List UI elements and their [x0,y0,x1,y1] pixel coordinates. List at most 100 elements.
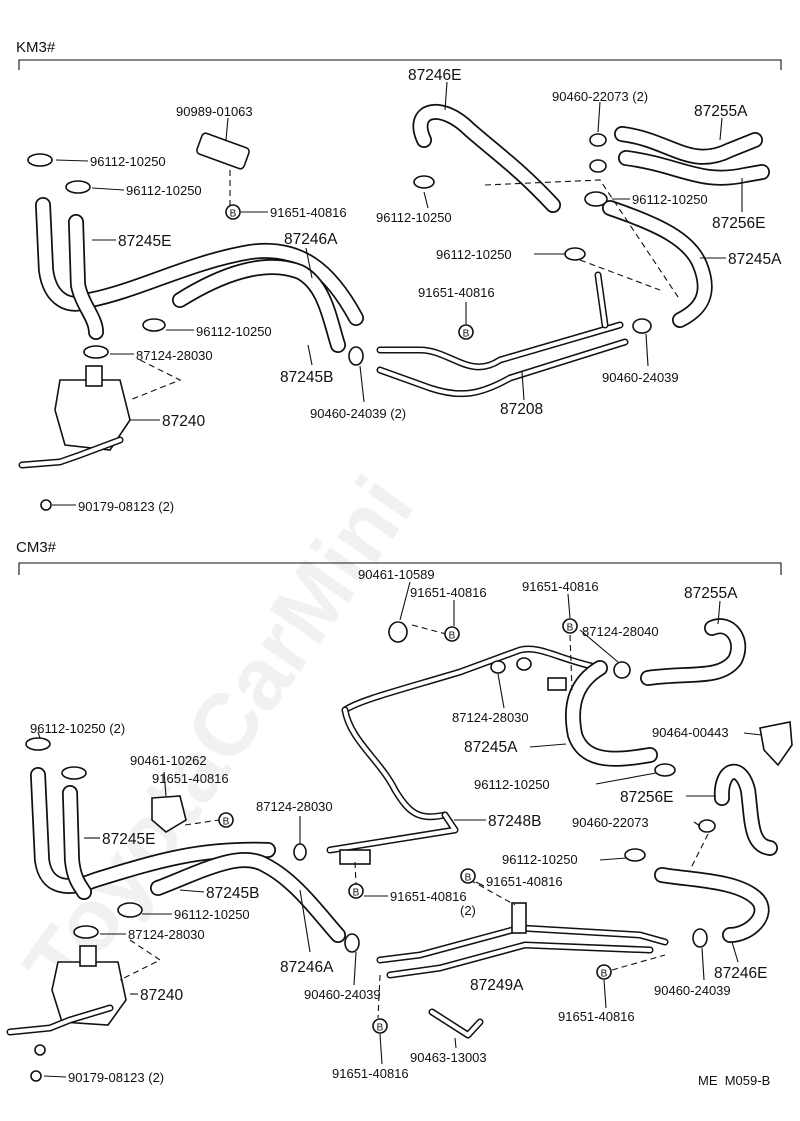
clamp-90460-22073-a [589,133,607,147]
clamp-96112-b [65,180,91,194]
part-label: 90460-24039 [304,987,381,1002]
leader-line [353,951,357,986]
part-label: 87124-28030 [256,799,333,814]
part-label: 87255A [694,103,748,120]
leader-line [379,1033,383,1065]
part-label: 91651-40816 [410,585,487,600]
clamp-87124-28030 [83,345,109,359]
bolt-marker: B [562,618,578,634]
guide-line [129,359,182,401]
part-label: 96112-10250 [90,154,166,169]
part-label: 91651-40816 [522,579,599,594]
part-label: 87240 [140,987,183,1004]
part-label: 87124-28030 [128,927,205,942]
bolt-90179 [40,499,52,511]
clamp-87124-28030 [73,925,99,939]
clamp-90460-22073-b [589,159,607,173]
part-label: 90460-24039 [654,983,731,998]
part-label: 96112-10250 [196,324,272,339]
part-label: 87246A [280,959,334,976]
part-label: 87245B [280,369,333,386]
clamp-96112-e [564,247,586,261]
leader-line [529,743,567,748]
leader-line [359,365,365,403]
part-label: 91651-40816 [270,205,347,220]
section-title-km3: KM3# [16,39,56,56]
km3-parts: B B 87246E 90460-22073 (2) 87255A [18,67,782,514]
svg-text:B: B [223,817,230,828]
part-label: 90464-00443 [652,725,729,740]
svg-text:B: B [449,631,456,642]
svg-text:B: B [230,209,237,220]
part-label: 91651-40816 [558,1009,635,1024]
part-label: 90460-24039 [602,370,679,385]
clamp-96112-a [27,153,53,167]
clamp-96112-10250 [654,763,676,777]
part-label: 87246E [408,67,461,84]
leader-line [475,881,485,887]
leader-line [567,593,571,619]
part-label: 91651-40816 [390,889,467,904]
bracket [511,902,527,934]
bolt-marker: B [460,868,476,884]
part-label: (2) [460,903,476,918]
part-label: 90460-24039 (2) [310,406,406,421]
bolt-marker: B [596,964,612,980]
guide-line [569,634,573,691]
svg-text:B: B [353,888,360,899]
part-label: 96112-10250 [174,907,250,922]
leader-line [55,159,89,162]
bolt-marker: B [444,626,460,642]
part-label: 87245E [102,831,155,848]
section-frame-cm3 [18,562,782,575]
leader-line [597,101,601,133]
part-label: 90461-10589 [358,567,435,582]
leader-line [423,191,429,209]
bolt-marker: B [458,324,474,340]
part-label: 90179-08123 (2) [78,499,174,514]
part-label: 87124-28030 [452,710,529,725]
part-label: 90989-01063 [176,104,253,119]
svg-text:B: B [567,623,574,634]
guide-line [611,954,666,971]
guide-line [469,879,516,906]
leader-line [163,771,167,797]
leader-line [743,732,763,736]
leader-line [307,344,313,366]
clamp-90460-22073 [698,819,716,833]
bolt-marker: B [218,812,234,828]
part-label: 87245B [206,885,259,902]
part-label: 96112-10250 [376,210,452,225]
clamp-90460-24039 [692,928,708,948]
part-label: 87249A [470,977,524,994]
diagram-code: ME M059-B [698,1073,770,1088]
svg-text:B: B [463,329,470,340]
clamp-87124-28030 [293,843,307,861]
leader-line [579,629,619,663]
section-frame-km3 [18,59,782,70]
leader-line [43,1075,67,1078]
leader-line [595,772,657,785]
clip-90464-00443 [759,721,793,767]
bolt-marker: B [372,1018,388,1034]
svg-text:B: B [601,969,608,980]
part-label: 96112-10250 [436,247,512,262]
guide-line [377,974,381,1019]
leader-line [444,81,448,111]
bracket [547,677,567,691]
guide-line [119,939,162,981]
guide-line [579,259,661,291]
leader-line [693,821,701,827]
part-label: 96112-10250 [632,192,708,207]
valve-87240 [54,379,131,451]
leader-line [603,979,607,1009]
clamp-87124-28030 [516,657,532,671]
bolt-90179 [34,1044,46,1056]
part-label: 96112-10250 [126,183,202,198]
leader-line [305,247,313,279]
svg-text:B: B [377,1023,384,1034]
leader-line [399,581,411,621]
part-label: 87248B [488,813,541,830]
part-label: 87245A [464,739,518,756]
